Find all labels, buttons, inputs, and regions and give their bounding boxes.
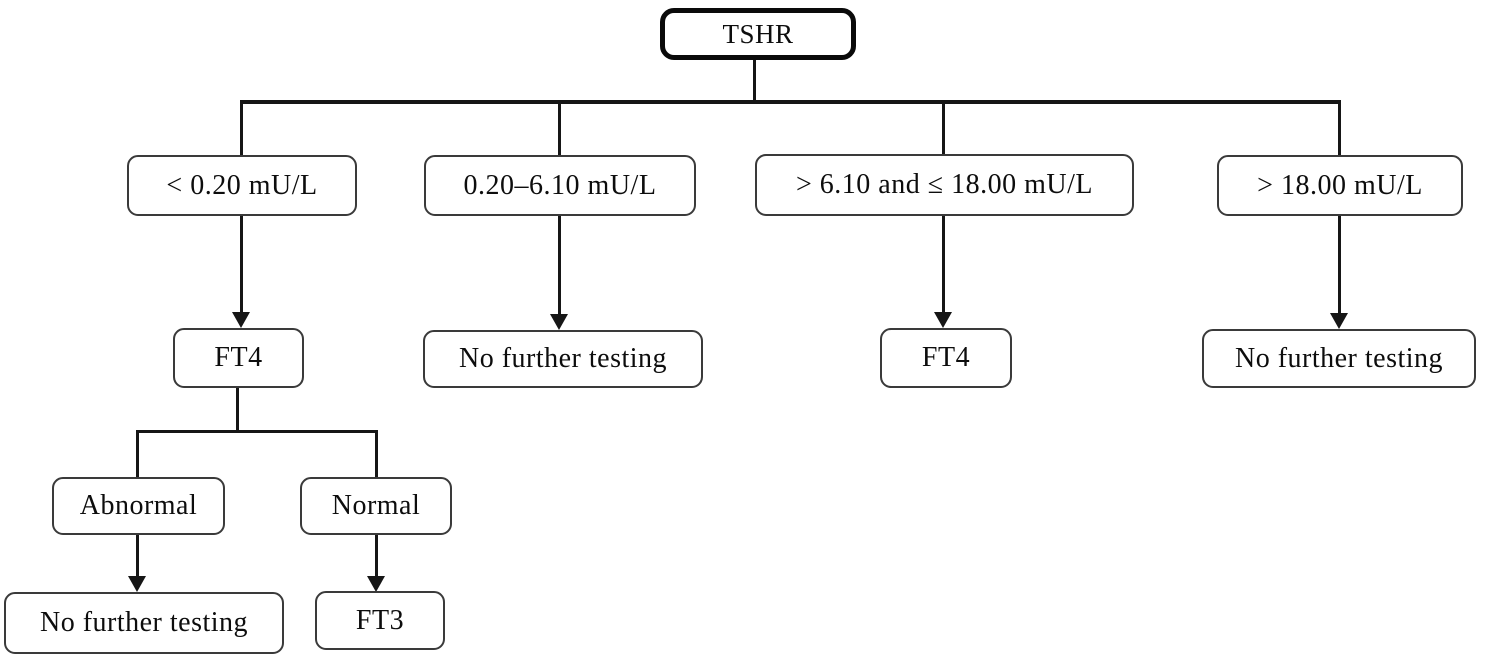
node-normal: Normal — [300, 477, 452, 535]
connector-ft4-rail — [136, 430, 378, 433]
connector-main-rail — [240, 100, 1341, 104]
node-range-very-high-label: > 18.00 mU/L — [1257, 169, 1423, 201]
node-abnormal-label: Abnormal — [79, 490, 198, 521]
node-ft3-label: FT3 — [355, 604, 405, 636]
arrowhead-abnormal-to-no-test — [128, 576, 146, 592]
connector-rail-to-normal — [375, 432, 378, 477]
node-tshr: TSHR — [660, 8, 856, 60]
node-abnormal: Abnormal — [52, 477, 225, 535]
connector-root-stub — [753, 58, 756, 102]
arrow-normal-to-ft3 — [375, 535, 378, 578]
node-no-further-testing-very-high-label: No further testing — [1234, 342, 1444, 374]
arrowhead-normal-to-ft3 — [367, 576, 385, 592]
arrow-branch-normal-to-no-test — [558, 216, 561, 315]
node-ft4-high: FT4 — [880, 328, 1012, 388]
connector-rail-to-branch-high — [942, 104, 945, 154]
connector-rail-to-branch-low — [240, 104, 243, 155]
arrow-branch-high-to-ft4 — [942, 216, 945, 314]
arrowhead-branch-very-high-to-no-test — [1330, 313, 1348, 329]
node-range-high: > 6.10 and ≤ 18.00 mU/L — [755, 154, 1134, 216]
node-range-normal: 0.20–6.10 mU/L — [424, 155, 696, 216]
arrow-branch-very-high-to-no-test — [1338, 216, 1341, 314]
node-no-further-testing-abnormal: No further testing — [4, 592, 284, 654]
node-range-normal-label: 0.20–6.10 mU/L — [463, 169, 657, 201]
node-ft4-low: FT4 — [173, 328, 304, 388]
node-range-high-label: > 6.10 and ≤ 18.00 mU/L — [796, 169, 1093, 200]
connector-rail-to-abnormal — [136, 432, 139, 477]
arrowhead-branch-normal-to-no-test — [550, 314, 568, 330]
connector-ft4-stub — [236, 388, 239, 433]
node-no-further-testing-normal-label: No further testing — [458, 343, 668, 374]
node-no-further-testing-normal: No further testing — [423, 330, 703, 388]
node-ft4-high-label: FT4 — [921, 342, 971, 373]
arrow-branch-low-to-ft4 — [240, 216, 243, 314]
arrow-abnormal-to-no-test — [136, 535, 139, 578]
arrowhead-branch-high-to-ft4 — [934, 312, 952, 328]
node-ft4-low-label: FT4 — [214, 342, 263, 373]
node-ft3: FT3 — [315, 591, 445, 650]
arrowhead-branch-low-to-ft4 — [232, 312, 250, 328]
node-no-further-testing-very-high: No further testing — [1202, 329, 1476, 388]
connector-rail-to-branch-normal — [558, 104, 561, 155]
connector-rail-to-branch-very-high — [1338, 104, 1341, 155]
node-range-very-high: > 18.00 mU/L — [1217, 155, 1463, 216]
node-range-low: < 0.20 mU/L — [127, 155, 357, 216]
node-range-low-label: < 0.20 mU/L — [166, 169, 318, 201]
node-normal-label: Normal — [331, 490, 421, 521]
node-no-further-testing-abnormal-label: No further testing — [39, 607, 249, 638]
node-tshr-label: TSHR — [722, 18, 794, 49]
